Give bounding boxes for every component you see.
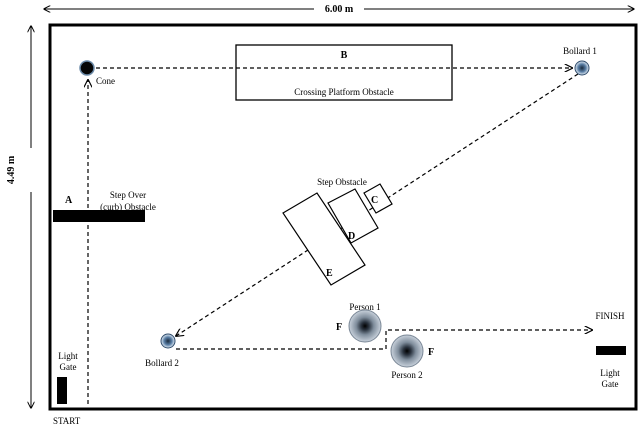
cone-label: Cone [96,76,115,86]
step-c-letter: C [371,195,378,206]
start-light-gate [57,377,67,404]
bollard-2-label: Bollard 2 [145,358,179,368]
start-label: START [53,416,81,426]
crossing-platform-obstacle: B Crossing Platform Obstacle [235,44,453,101]
step-e [282,192,366,286]
bollard-1-label: Bollard 1 [563,46,597,56]
start-gate-label-line2: Gate [60,362,77,372]
obstacle-a-letter: A [65,195,73,206]
person-2-label: Person 2 [391,370,422,380]
person-2: F Person 2 [390,334,434,380]
step-obstacle: Step Obstacle C D E [282,177,393,286]
step-d [327,188,379,244]
height-label: 4.49 m [6,155,17,184]
finish-area: FINISH Light Gate [595,311,626,389]
finish-light-gate [596,346,626,355]
course-boundary [48,23,638,411]
obstacle-a-label-line1: Step Over [110,190,146,200]
path-bollard2-to-finish [176,330,592,350]
bollard-1: Bollard 1 [563,46,597,76]
finish-label: FINISH [595,311,625,321]
person-1: Person 1 F [336,302,382,343]
step-d-letter: D [348,231,355,242]
person-1-f-letter: F [336,322,342,333]
cone-marker: Cone [79,60,115,86]
width-label: 6.00 m [325,4,354,15]
finish-gate-label-line1: Light [600,368,620,378]
person-2-f-letter: F [428,347,434,358]
start-area: Light Gate START [53,351,81,426]
start-gate-label-line1: Light [58,351,78,361]
obstacle-b-label: Crossing Platform Obstacle [294,87,394,97]
step-obstacle-label: Step Obstacle [317,177,367,187]
finish-gate-label-line2: Gate [602,379,619,389]
person-1-label: Person 1 [349,302,380,312]
width-dimension: 6.00 m [44,1,634,15]
height-dimension: 4.49 m [6,26,38,408]
step-c [363,183,393,214]
obstacle-a-label-line2: (curb) Obstacle [100,202,156,212]
step-over-curb-obstacle: A Step Over (curb) Obstacle [53,190,156,222]
obstacle-b-letter: B [341,50,348,61]
step-e-letter: E [326,268,333,279]
bollard-2: Bollard 2 [145,333,179,368]
